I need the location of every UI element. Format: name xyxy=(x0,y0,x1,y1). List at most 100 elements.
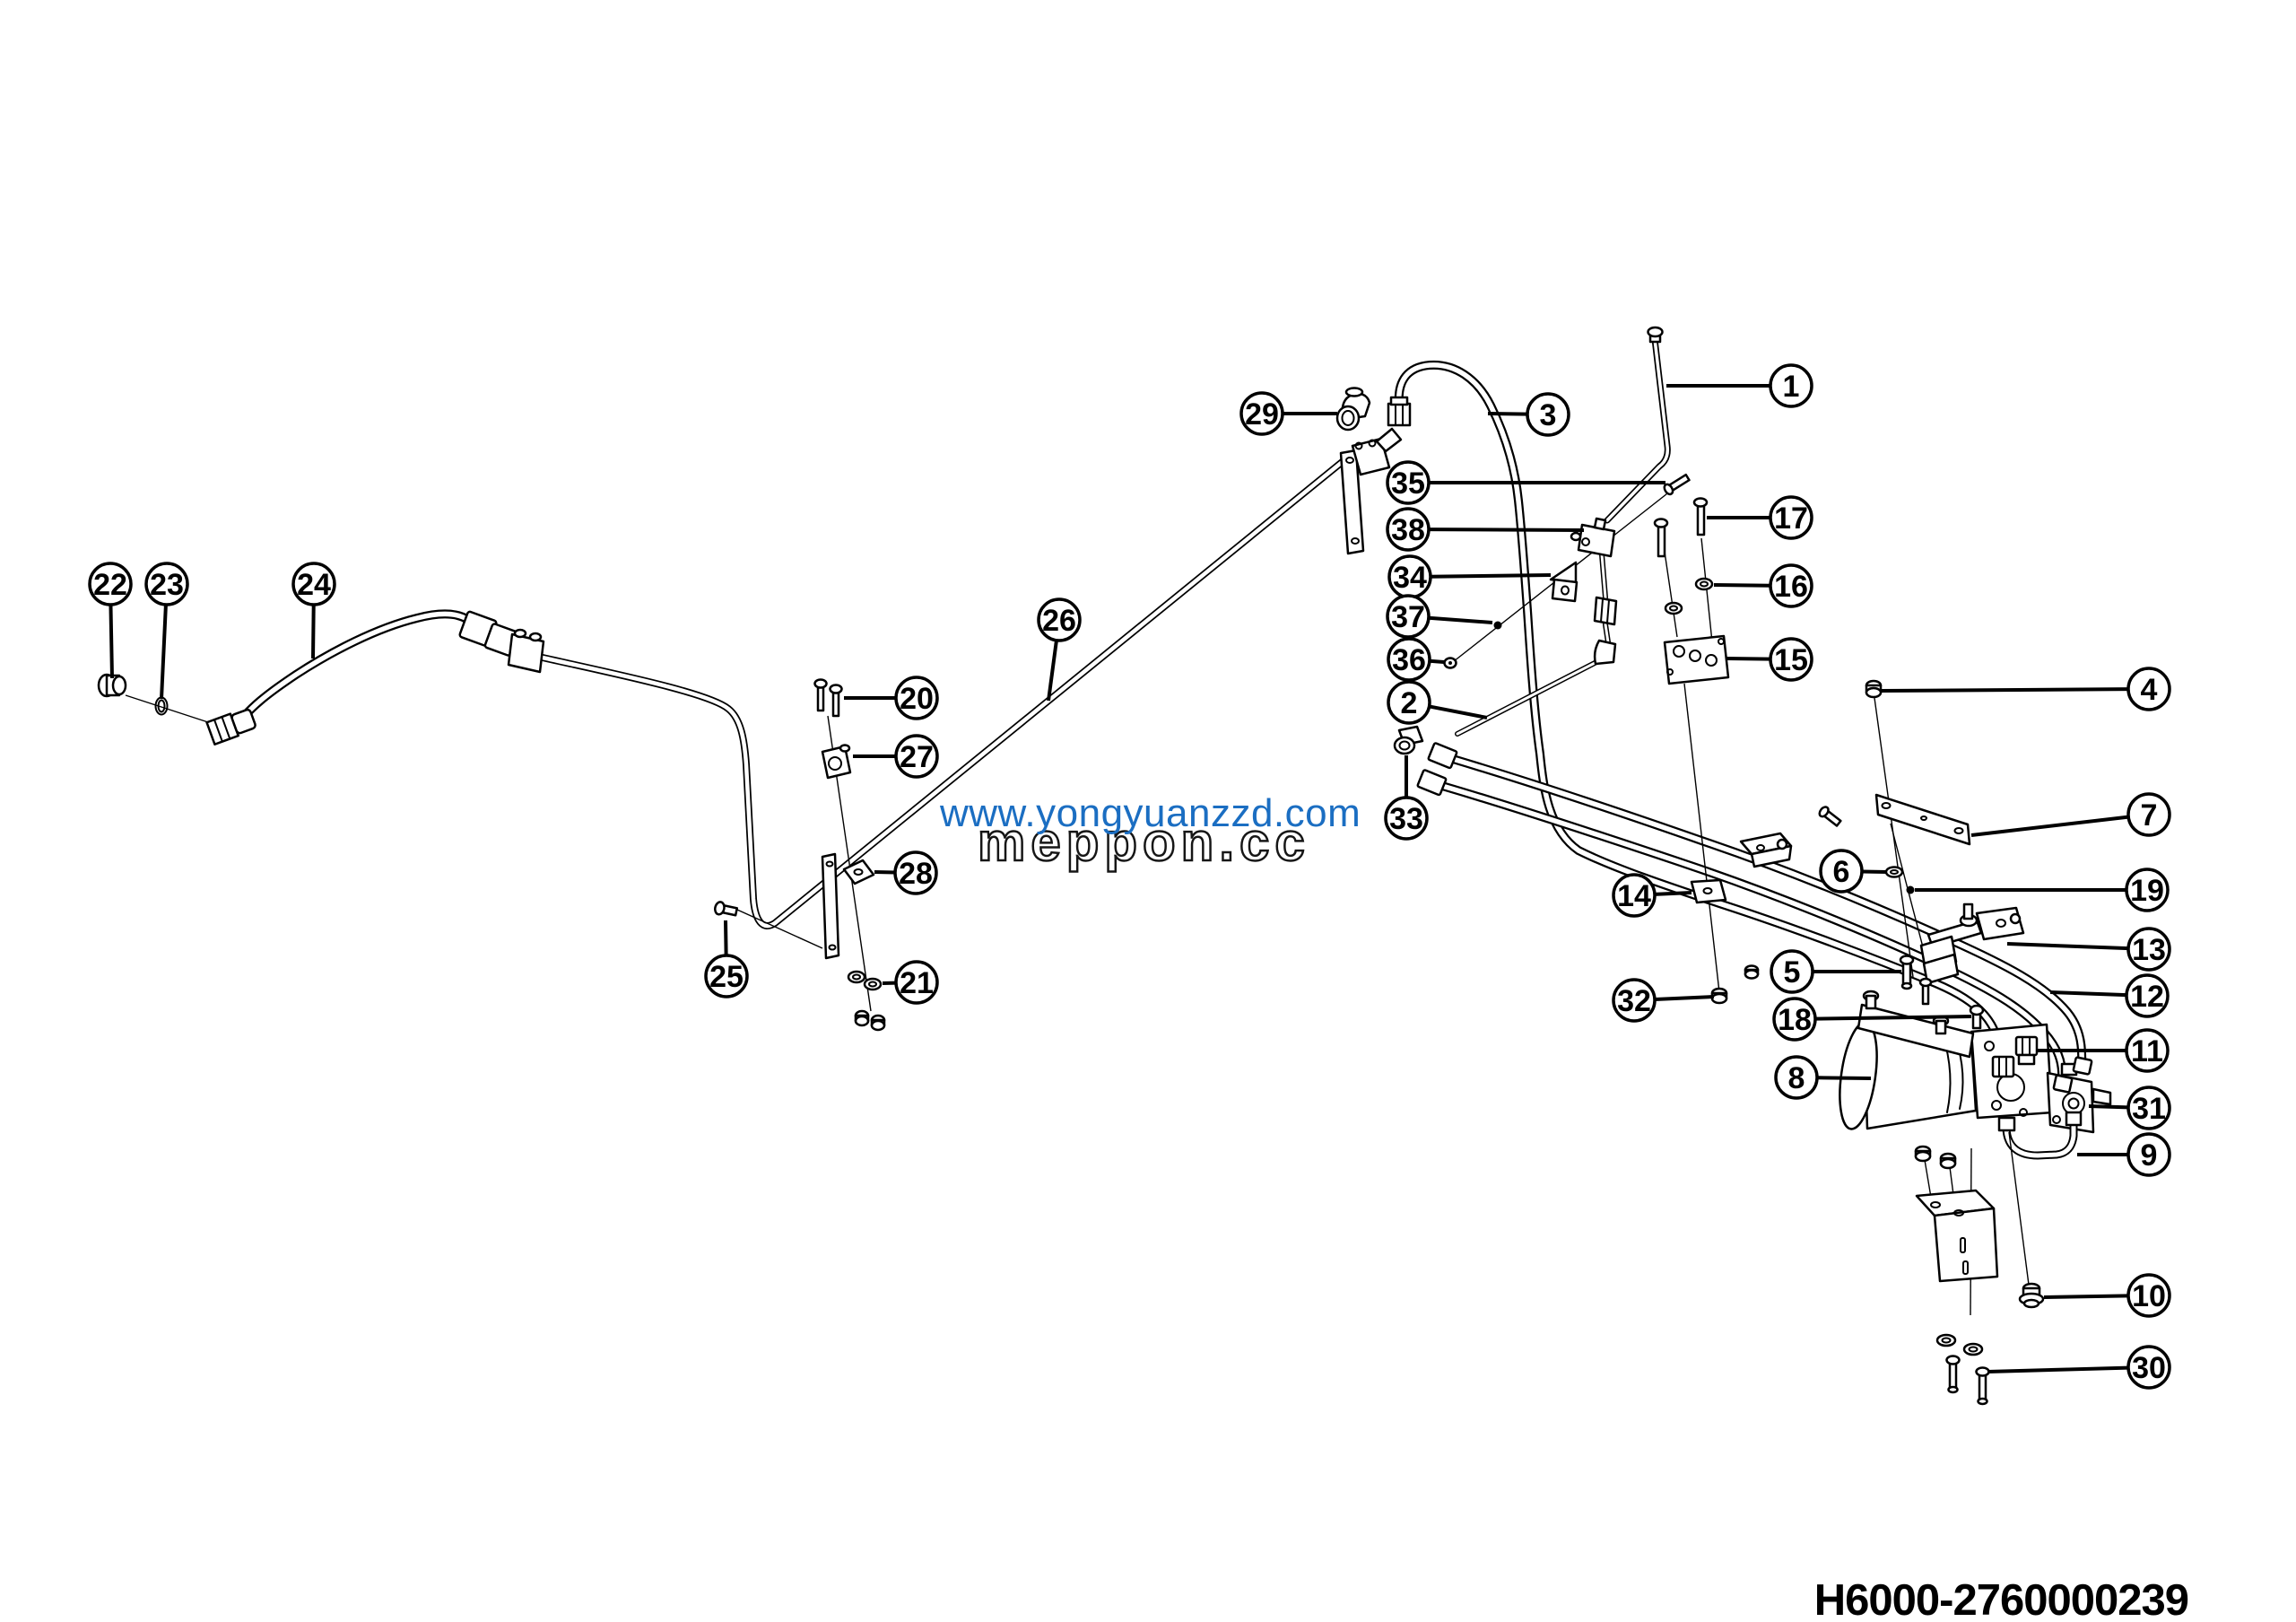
nuts-bracket xyxy=(1914,1145,1957,1170)
pipe-1-cap xyxy=(1647,326,1664,344)
callout-30: 30 xyxy=(1987,1345,2171,1390)
ball-37 xyxy=(1493,621,1502,630)
svg-text:15: 15 xyxy=(1774,643,1808,677)
callout-32: 32 xyxy=(1612,978,1715,1023)
bolt-5 xyxy=(1899,955,1915,990)
hose-13-nut xyxy=(1416,769,1448,797)
callout-7: 7 xyxy=(1970,792,2171,837)
block-27 xyxy=(821,744,852,780)
svg-text:13: 13 xyxy=(2132,933,2166,967)
elbow-29 xyxy=(1335,387,1371,432)
hose-12-nut xyxy=(1427,742,1458,770)
nut-small xyxy=(1744,964,1760,980)
hose-12 xyxy=(1448,754,2087,1067)
elbow-33 xyxy=(1393,725,1424,755)
svg-text:16: 16 xyxy=(1774,570,1808,604)
watermark-overlay: meppon.cc xyxy=(977,811,1310,874)
callout-8: 8 xyxy=(1774,1055,1872,1100)
callout-25: 25 xyxy=(704,920,749,998)
callout-26: 26 xyxy=(1037,597,1082,702)
callout-28: 28 xyxy=(874,850,938,895)
pipe-1 xyxy=(1604,336,1671,524)
svg-text:17: 17 xyxy=(1774,501,1808,536)
callout-37: 37 xyxy=(1386,594,1493,639)
washers-30 xyxy=(1935,1333,1984,1356)
callout-9: 9 xyxy=(2077,1132,2171,1177)
svg-text:3: 3 xyxy=(1540,398,1557,432)
watermark-url: www.yongyuanzzd.com xyxy=(940,791,1361,835)
callout-3: 3 xyxy=(1487,392,1570,437)
svg-text:23: 23 xyxy=(150,568,184,602)
washer-6 xyxy=(1884,866,1904,878)
pump-motor-assembly xyxy=(1839,990,2112,1134)
svg-text:19: 19 xyxy=(2130,874,2164,908)
callout-17: 17 xyxy=(1707,495,1813,540)
callout-38: 38 xyxy=(1386,507,1585,552)
svg-text:1: 1 xyxy=(1783,370,1800,404)
callout-18: 18 xyxy=(1772,997,1972,1042)
bolt-loose xyxy=(1818,806,1842,827)
svg-text:22: 22 xyxy=(93,568,127,602)
callout-14: 14 xyxy=(1612,873,1692,918)
stay-bar-left xyxy=(821,852,840,960)
plug-11 xyxy=(2014,1035,2039,1066)
tee-block-26 xyxy=(1351,427,1403,476)
svg-text:33: 33 xyxy=(1389,802,1423,836)
callout-29: 29 xyxy=(1239,391,1337,436)
svg-text:2: 2 xyxy=(1401,686,1418,720)
bracket-mid xyxy=(1739,832,1793,868)
washer-36 xyxy=(1443,657,1457,669)
callout-5: 5 xyxy=(1770,949,1901,994)
callout-6: 6 xyxy=(1819,849,1888,894)
callout-24: 24 xyxy=(291,562,336,659)
callout-23: 23 xyxy=(144,562,189,700)
pin-35 xyxy=(1663,473,1691,496)
assembly-axes xyxy=(125,486,2030,1316)
svg-text:18: 18 xyxy=(1778,1003,1812,1037)
washers-21 xyxy=(847,970,886,1032)
callout-10: 10 xyxy=(2043,1273,2171,1318)
callout-22: 22 xyxy=(88,562,133,679)
grommet-10 xyxy=(2018,1282,2045,1309)
svg-text:9: 9 xyxy=(2141,1138,2158,1173)
callout-12: 12 xyxy=(2049,973,2170,1018)
svg-text:21: 21 xyxy=(900,966,934,1000)
nut-4 xyxy=(1865,679,1883,699)
svg-text:36: 36 xyxy=(1392,643,1426,677)
svg-text:7: 7 xyxy=(2141,798,2158,833)
callout-36: 36 xyxy=(1387,637,1445,682)
svg-text:20: 20 xyxy=(900,682,934,716)
svg-text:31: 31 xyxy=(2132,1092,2166,1126)
clamp-13 xyxy=(1919,903,2025,985)
pump-inlet-fitting xyxy=(1991,1055,2015,1078)
plate-14 xyxy=(1690,878,1727,904)
callout-20: 20 xyxy=(844,676,939,720)
hose-24-end-fitting xyxy=(205,708,257,746)
bolts-20 xyxy=(813,678,843,718)
svg-text:32: 32 xyxy=(1617,984,1651,1018)
valve-38 xyxy=(1570,517,1616,558)
callout-16: 16 xyxy=(1713,563,1813,608)
hose-24 xyxy=(230,609,473,733)
callout-15: 15 xyxy=(1726,637,1813,682)
callout-35: 35 xyxy=(1386,460,1665,505)
bolt-15b xyxy=(1653,518,1669,558)
bolt-17 xyxy=(1692,497,1709,536)
callout-11: 11 xyxy=(2038,1028,2170,1073)
elbow-below-38 xyxy=(1593,639,1617,666)
svg-text:8: 8 xyxy=(1788,1061,1805,1095)
svg-text:29: 29 xyxy=(1245,397,1279,432)
bolt-25 xyxy=(714,901,739,917)
svg-text:37: 37 xyxy=(1391,600,1425,634)
bolts-30 xyxy=(1945,1355,1990,1406)
plate-28 xyxy=(842,859,875,885)
bolt-5b xyxy=(1918,977,1933,1006)
hose-24-union xyxy=(458,610,545,674)
svg-text:25: 25 xyxy=(709,960,744,994)
hose-13 xyxy=(1438,781,2067,1086)
callout-4: 4 xyxy=(1880,667,2171,711)
svg-text:11: 11 xyxy=(2131,1034,2163,1068)
